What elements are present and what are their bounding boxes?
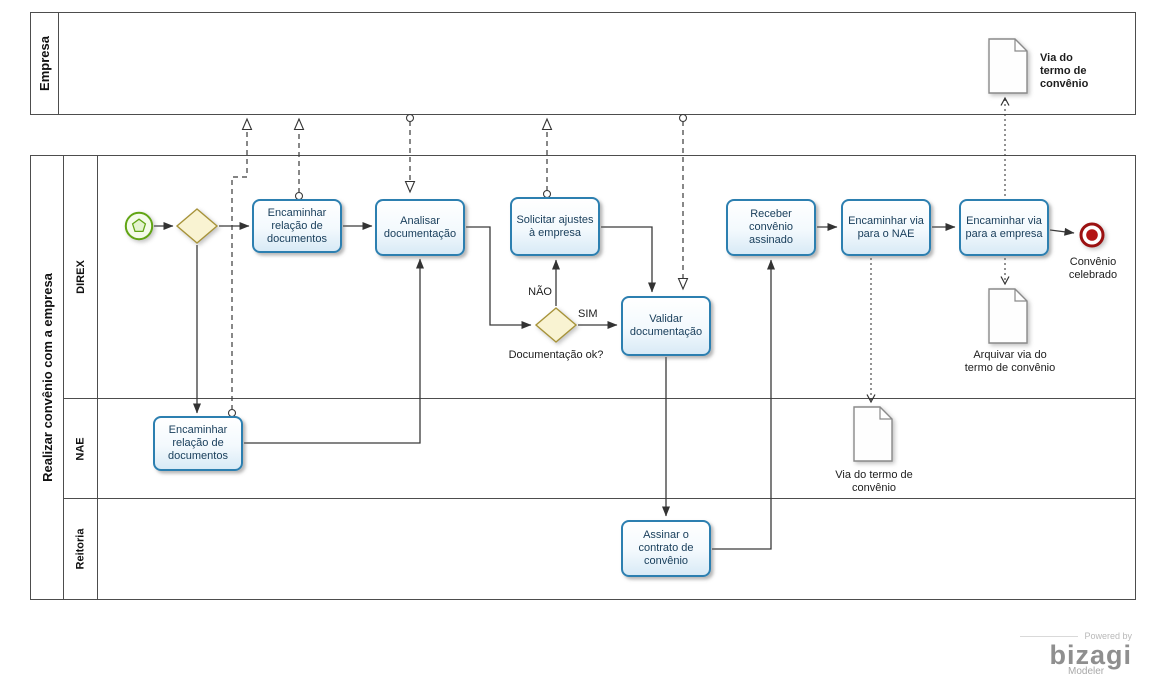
document-arquivar-via[interactable] — [986, 288, 1030, 344]
start-event-icon — [124, 211, 154, 241]
flow-label-sim: SIM — [578, 308, 598, 320]
task-label: Solicitar ajustes à empresa — [516, 213, 594, 239]
lane-reitoria-title: Reitoria — [74, 528, 87, 570]
pool-empresa-title: Empresa — [37, 36, 53, 91]
task-assinar-contrato[interactable]: Assinar o contrato de convênio — [621, 520, 711, 577]
message-source-dot — [678, 113, 688, 123]
document-icon — [988, 288, 1028, 344]
flow-label-nao: NÃO — [528, 286, 552, 298]
end-event-label: Convênio celebrado — [1068, 256, 1118, 281]
pool-empresa: Empresa — [30, 12, 1136, 115]
task-validar-documentacao[interactable]: Validar documentação — [621, 296, 711, 356]
pool-main-title-strip: Realizar convênio com a empresa — [31, 156, 64, 599]
task-encaminhar-relacao-direx[interactable]: Encaminhar relação de documentos — [252, 199, 342, 253]
task-encaminhar-via-nae[interactable]: Encaminhar via para o NAE — [841, 199, 931, 256]
task-label: Assinar o contrato de convênio — [638, 529, 694, 567]
task-label: Analisar documentação — [383, 214, 457, 240]
task-label: Encaminhar relação de documentos — [168, 424, 228, 462]
pool-empresa-title-strip: Empresa — [31, 13, 59, 114]
bizagi-logo: bizagi — [1049, 640, 1132, 670]
task-analisar-documentacao[interactable]: Analisar documentação — [375, 199, 465, 256]
gateway-documentacao-ok[interactable] — [534, 307, 578, 343]
lane-nae: NAE — [64, 398, 1135, 498]
task-solicitar-ajustes[interactable]: Solicitar ajustes à empresa — [510, 197, 600, 256]
lane-nae-title-strip: NAE — [64, 399, 98, 498]
bizagi-branding: Powered by bizagi Modeler — [1020, 631, 1132, 677]
document-via-termo-nae[interactable] — [851, 406, 895, 462]
message-source-dot — [405, 113, 415, 123]
lane-direx: DIREX — [64, 156, 1135, 398]
task-encaminhar-relacao-nae[interactable]: Encaminhar relação de documentos — [153, 416, 243, 471]
task-receber-convenio-assinado[interactable]: Receber convênio assinado — [726, 199, 816, 256]
document-arquivar-via-label: Arquivar via do termo de convênio — [964, 349, 1056, 374]
task-label: Encaminhar via para a empresa — [965, 214, 1043, 240]
gateway-diamond-icon — [534, 307, 578, 343]
end-event-icon — [1079, 222, 1105, 248]
gateway-documentacao-ok-label: Documentação ok? — [508, 349, 604, 361]
lane-nae-title: NAE — [74, 436, 87, 461]
pool-main-title: Realizar convênio com a empresa — [39, 273, 55, 482]
document-icon — [988, 38, 1028, 94]
task-encaminhar-via-empresa[interactable]: Encaminhar via para a empresa — [959, 199, 1049, 256]
document-via-termo-nae-label: Via do termo de convênio — [835, 469, 913, 494]
lane-direx-title: DIREX — [74, 260, 87, 294]
document-via-termo-empresa[interactable] — [986, 38, 1030, 94]
start-event[interactable] — [124, 211, 154, 241]
lane-reitoria-title-strip: Reitoria — [64, 499, 98, 599]
task-label: Encaminhar via para o NAE — [848, 214, 924, 240]
lane-direx-title-strip: DIREX — [64, 156, 98, 398]
task-label: Validar documentação — [629, 313, 703, 338]
lane-reitoria: Reitoria — [64, 498, 1135, 599]
document-via-termo-empresa-label: Via do termo de convênio — [1040, 52, 1089, 90]
bizagi-product-name: Modeler — [1068, 666, 1105, 677]
gateway-diamond-icon — [175, 208, 219, 244]
document-icon — [853, 406, 893, 462]
lane-stack: DIREX NAE Reitoria — [64, 156, 1135, 599]
end-event[interactable] — [1078, 221, 1106, 249]
task-label: Encaminhar relação de documentos — [267, 206, 327, 245]
task-label: Receber convênio assinado — [748, 208, 794, 246]
gateway-split[interactable] — [175, 208, 219, 244]
powered-by-text: Powered by — [1020, 631, 1132, 641]
